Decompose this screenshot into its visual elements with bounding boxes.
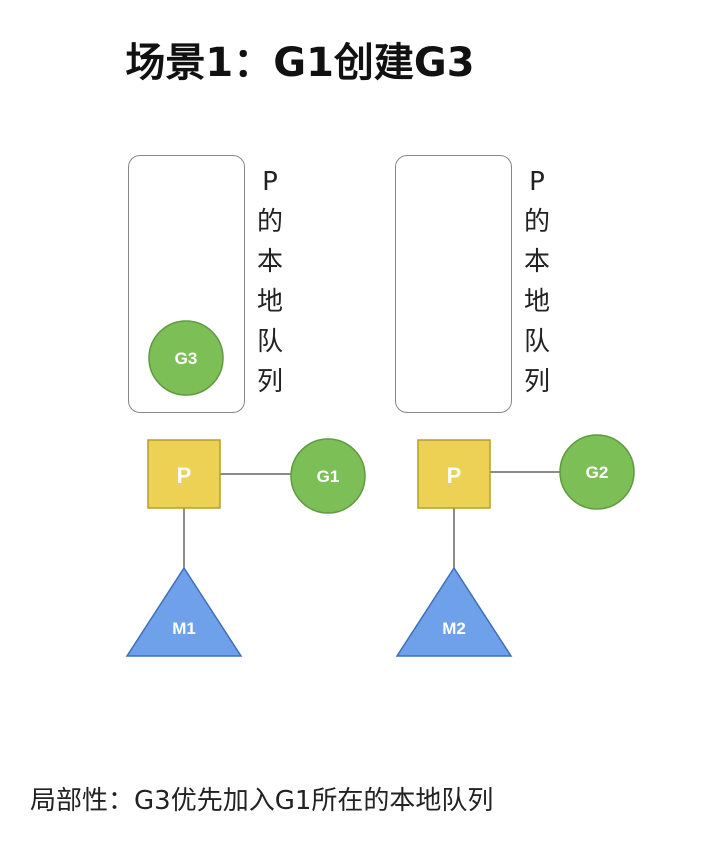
- queue-label-char: 队: [523, 327, 550, 357]
- queue-label-char: 本: [256, 247, 283, 277]
- left-local-queue-label: P 的 本 地 队 列: [250, 162, 290, 402]
- g1-goroutine-label: G1: [317, 467, 340, 486]
- queue-label-char: P: [262, 167, 278, 197]
- g3-goroutine-label: G3: [175, 349, 198, 368]
- right-processor-label: P: [447, 463, 462, 488]
- queue-label-char: P: [529, 167, 545, 197]
- m2-machine-triangle: [395, 566, 513, 657]
- right-local-queue-label: P 的 本 地 队 列: [517, 162, 557, 402]
- queue-label-char: 地: [523, 287, 550, 317]
- page-title: 场景1：G1创建G3: [125, 40, 475, 86]
- g1-goroutine-circle: [290, 438, 366, 514]
- queue-label-char: 地: [256, 287, 283, 317]
- left-processor-label: P: [177, 463, 192, 488]
- g2-goroutine-circle: [559, 434, 635, 510]
- queue-label-char: 队: [256, 327, 283, 357]
- m2-machine-label: M2: [442, 619, 466, 638]
- right-local-queue-box: [395, 155, 512, 413]
- queue-label-char: 列: [256, 367, 283, 397]
- caption: 局部性：G3优先加入G1所在的本地队列: [30, 786, 494, 816]
- m1-machine-triangle: [125, 566, 243, 657]
- right-processor-p: [417, 439, 491, 509]
- queue-label-char: 本: [523, 247, 550, 277]
- queue-label-char: 的: [523, 207, 550, 237]
- left-processor-p: [147, 439, 221, 509]
- g2-goroutine-label: G2: [586, 463, 609, 482]
- m1-machine-label: M1: [172, 619, 196, 638]
- queue-label-char: 的: [256, 207, 283, 237]
- queue-label-char: 列: [523, 367, 550, 397]
- g3-goroutine-circle: [148, 320, 224, 396]
